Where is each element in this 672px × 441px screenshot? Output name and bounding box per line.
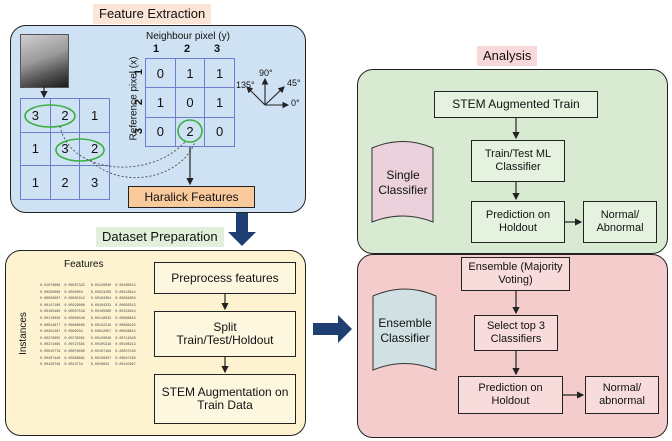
dotted-link [89, 141, 196, 179]
ensemble-classifier-document-shape [372, 288, 437, 371]
prediction-holdout-box-single: Prediction on Holdout [471, 201, 565, 243]
single-classifier-label: Single Classifier [378, 168, 428, 197]
angle-label-90: 90° [259, 68, 273, 78]
highlight-ellipse [55, 138, 105, 162]
feature-extraction-title: Feature Extraction [93, 4, 212, 24]
right-block-arrow [313, 315, 352, 343]
stem-augmentation-box: STEM Augmentation on Train Data [154, 374, 296, 424]
preprocess-features-box: Preprocess features [154, 262, 296, 294]
glcm-col-header: 3 [214, 43, 221, 55]
glcm-cell: 1 [204, 57, 235, 89]
angle-label-0: 0° [291, 98, 300, 108]
grid-cell: 3 [79, 165, 110, 200]
neighbour-pixel-label: Neighbour pixel (y) [146, 31, 230, 42]
angle-label-135: 135° [236, 80, 255, 90]
split-box: Split Train/Test/Holdout [154, 311, 296, 357]
stem-augmented-train-box: STEM Augmented Train [434, 91, 598, 118]
highlight-ellipse [24, 104, 76, 128]
analysis-title: Analysis [477, 46, 538, 66]
grid-cell: 1 [79, 98, 110, 133]
haralick-features-box: Haralick Features [128, 186, 255, 208]
normal-abnormal-box-single: Normal/ Abnormal [583, 201, 657, 243]
ensemble-voting-box: Ensemble (Majority Voting) [461, 257, 570, 291]
glcm-cell: 0 [204, 116, 235, 148]
prediction-holdout-box-ensemble: Prediction on Holdout [458, 376, 563, 414]
select-top3-box: Select top 3 Classifiers [474, 315, 558, 351]
train-test-ml-box: Train/Test ML Classifier [471, 140, 565, 182]
dotted-link [59, 125, 186, 168]
glcm-cell: 0 [145, 116, 176, 148]
normal-abnormal-box-ensemble: Normal/ abnormal [585, 376, 659, 414]
feature-matrix-table: 0.01070669 0.00567322 0.00120030 0.00180… [40, 284, 136, 368]
highlight-ellipse [177, 119, 203, 143]
glcm-col-header: 2 [184, 43, 191, 55]
down-block-arrow [228, 213, 256, 246]
texture-image [20, 34, 69, 88]
features-label: Features [64, 259, 104, 270]
direction-arrows-icon [246, 77, 290, 109]
angle-label-45: 45° [287, 78, 301, 88]
glcm-col-header: 1 [153, 43, 160, 55]
dataset-preparation-title: Dataset Preparation [96, 227, 224, 247]
ensemble-classifier-label: Ensemble Classifier [378, 316, 432, 345]
grid-cell: 1 [20, 165, 51, 200]
grid-cell: 2 [49, 165, 81, 200]
single-classifier-document-shape [371, 141, 434, 223]
